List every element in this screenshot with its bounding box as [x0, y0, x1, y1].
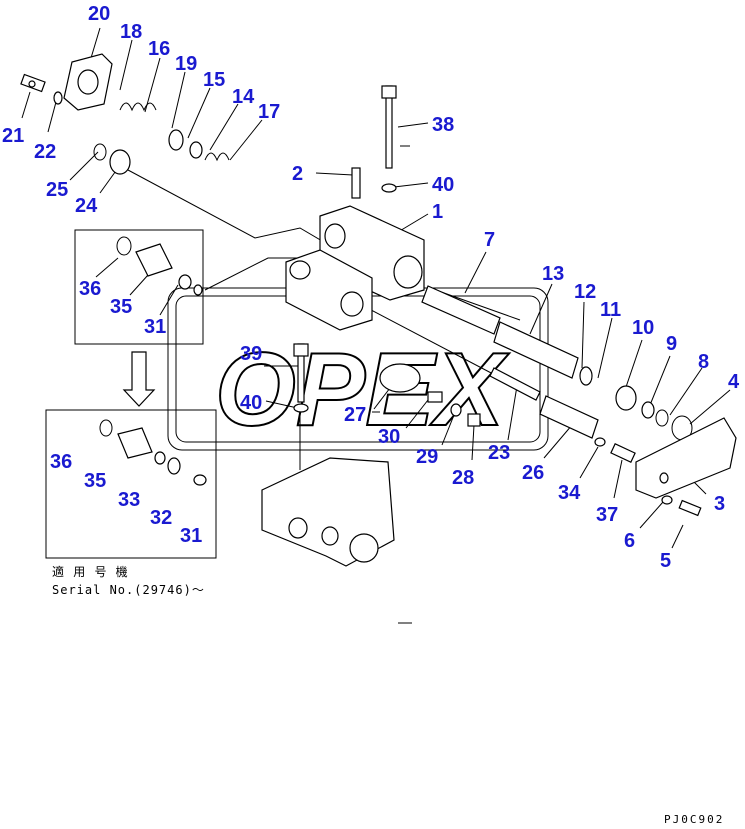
- callout-39: 39: [240, 343, 262, 365]
- callout-29: 29: [416, 446, 438, 468]
- callout-27: 27: [344, 404, 366, 426]
- callout-19: 19: [175, 53, 197, 75]
- applicability-label: 適 用 号 機: [52, 564, 129, 579]
- callout-15: 15: [203, 69, 225, 91]
- callout-40-lower: 40: [240, 392, 262, 414]
- callout-37: 37: [596, 504, 618, 526]
- callout-23: 23: [488, 442, 510, 464]
- callout-38: 38: [432, 114, 454, 136]
- callout-8: 8: [698, 351, 709, 373]
- callout-14: 14: [232, 86, 255, 108]
- callout-30: 30: [378, 426, 400, 448]
- callout-10: 10: [632, 317, 654, 339]
- inset-old-type: [74, 229, 204, 345]
- callout-3: 3: [714, 493, 725, 515]
- inset-arrow: [122, 351, 156, 407]
- callout-22: 22: [34, 141, 56, 163]
- part-sketches: [20, 53, 737, 624]
- callout-35-old: 35: [110, 296, 132, 318]
- callout-31-old: 31: [144, 316, 166, 338]
- callout-40: 40: [432, 174, 454, 196]
- callout-20: 20: [88, 3, 110, 25]
- callout-2: 2: [292, 163, 303, 185]
- callout-33: 33: [118, 489, 140, 511]
- callout-34: 34: [558, 482, 581, 504]
- callout-35-new: 35: [84, 470, 106, 492]
- callout-36-new: 36: [50, 451, 72, 473]
- callout-5: 5: [660, 550, 671, 572]
- callout-1: 1: [432, 201, 443, 223]
- callout-25: 25: [46, 179, 68, 201]
- callout-24: 24: [75, 195, 98, 217]
- inset-new-type: [45, 409, 217, 559]
- callout-18: 18: [120, 21, 142, 43]
- callout-26: 26: [522, 462, 544, 484]
- leader-lines: [21, 27, 731, 549]
- drawing-code: PJ0C902: [664, 813, 724, 826]
- callout-numbers: 20 18 16 19 15 14 17 21 22 25 24 38 2 40…: [2, 3, 740, 572]
- callout-21: 21: [2, 125, 24, 147]
- callout-11: 11: [600, 299, 621, 321]
- callout-6: 6: [624, 530, 635, 552]
- callout-12: 12: [574, 281, 596, 303]
- callout-9: 9: [666, 333, 677, 355]
- serial-number: Serial No.(29746)～: [52, 583, 205, 597]
- callout-36-old: 36: [79, 278, 101, 300]
- callout-28: 28: [452, 467, 474, 489]
- callout-13: 13: [542, 263, 564, 285]
- callout-31-new: 31: [180, 525, 202, 547]
- callout-17: 17: [258, 101, 280, 123]
- callout-16: 16: [148, 38, 170, 60]
- watermark-text: OPEX: [215, 332, 510, 448]
- opex-watermark: OPEX: [167, 287, 549, 451]
- callout-32: 32: [150, 507, 172, 529]
- callout-7: 7: [484, 229, 495, 251]
- callout-4: 4: [728, 371, 740, 393]
